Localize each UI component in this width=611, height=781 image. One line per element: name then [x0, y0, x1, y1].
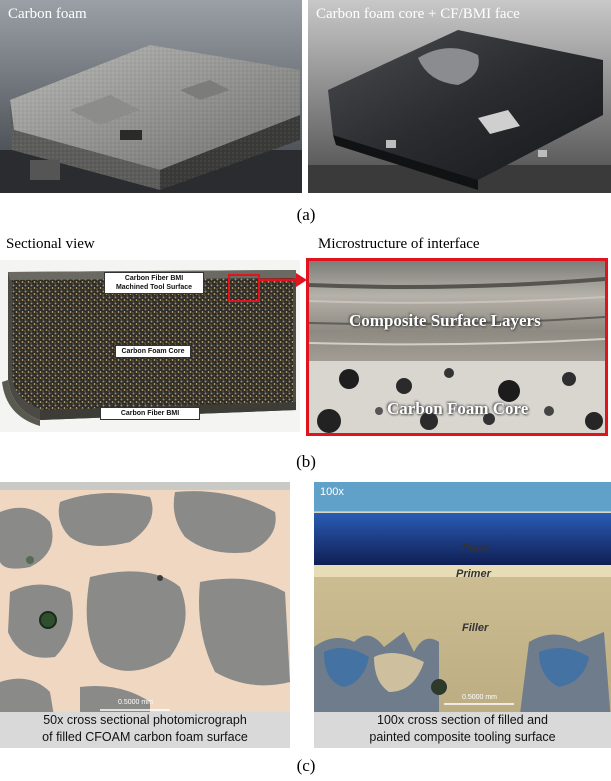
primer-layer-label: Primer — [456, 568, 491, 580]
photo-carbon-foam: Carbon foam — [0, 0, 302, 193]
painted-tooling-cross-section-illustration — [314, 482, 611, 748]
photo-foam-core-cf-bmi: Carbon foam core + CF/BMI face — [308, 0, 611, 193]
subfigure-label-b: (b) — [296, 452, 316, 471]
carbon-foam-caption: Carbon foam — [8, 6, 87, 22]
tooling-surface-cross-section: 100x Paint Primer Filler 0.5000 mm 100x … — [314, 482, 611, 748]
foam-core-label: Carbon Foam Core — [115, 345, 191, 358]
cf-bmi-caption: Carbon foam core + CF/BMI face — [316, 6, 520, 22]
carbon-foam-core-micro-label: Carbon Foam Core — [387, 399, 529, 418]
left-micrograph-caption: 50x cross sectional photomicrograph of f… — [0, 712, 290, 748]
left-caption-line-1: 50x cross sectional photomicrograph — [43, 713, 247, 727]
interface-highlight-box — [228, 274, 260, 302]
left-caption-line-2: of filled CFOAM carbon foam surface — [42, 730, 248, 744]
paint-layer-label: Paint — [462, 542, 489, 554]
cfoam-photomicrograph: 0.5000 mm 50x cross sectional photomicro… — [0, 482, 290, 748]
filler-layer-label: Filler — [462, 622, 489, 634]
right-micrograph-caption: 100x cross section of filled and painted… — [314, 712, 611, 748]
subfigure-label-a: (a) — [296, 205, 316, 224]
interface-micrograph-illustration — [309, 261, 605, 433]
cf-bmi-faced-panel-illustration — [308, 0, 611, 193]
tool-surface-label: Carbon Fiber BMI Machined Tool Surface — [104, 272, 204, 294]
carbon-fiber-bmi-label: Carbon Fiber BMI — [100, 407, 200, 420]
sectional-view-image: Carbon Fiber BMI Machined Tool Surface C… — [0, 260, 300, 432]
right-scale-label: 0.5000 mm — [462, 694, 498, 701]
right-caption-line-1: 100x cross section of filled and — [377, 713, 548, 727]
sectional-view-title: Sectional view — [6, 236, 95, 252]
microstructure-image: Composite Surface Layers Carbon Foam Cor… — [306, 258, 608, 436]
carbon-foam-block-illustration — [0, 0, 302, 193]
composite-surface-layers-label: Composite Surface Layers — [349, 311, 541, 330]
left-scale-label: 0.5000 mm — [118, 699, 154, 706]
zoom-arrow — [260, 273, 307, 287]
filled-cfoam-micrograph-illustration — [0, 482, 290, 748]
right-caption-line-2: painted composite tooling surface — [369, 730, 556, 744]
microstructure-title: Microstructure of interface — [318, 236, 480, 252]
magnification-label: 100x — [320, 486, 344, 498]
subfigure-label-c: (c) — [296, 756, 316, 775]
